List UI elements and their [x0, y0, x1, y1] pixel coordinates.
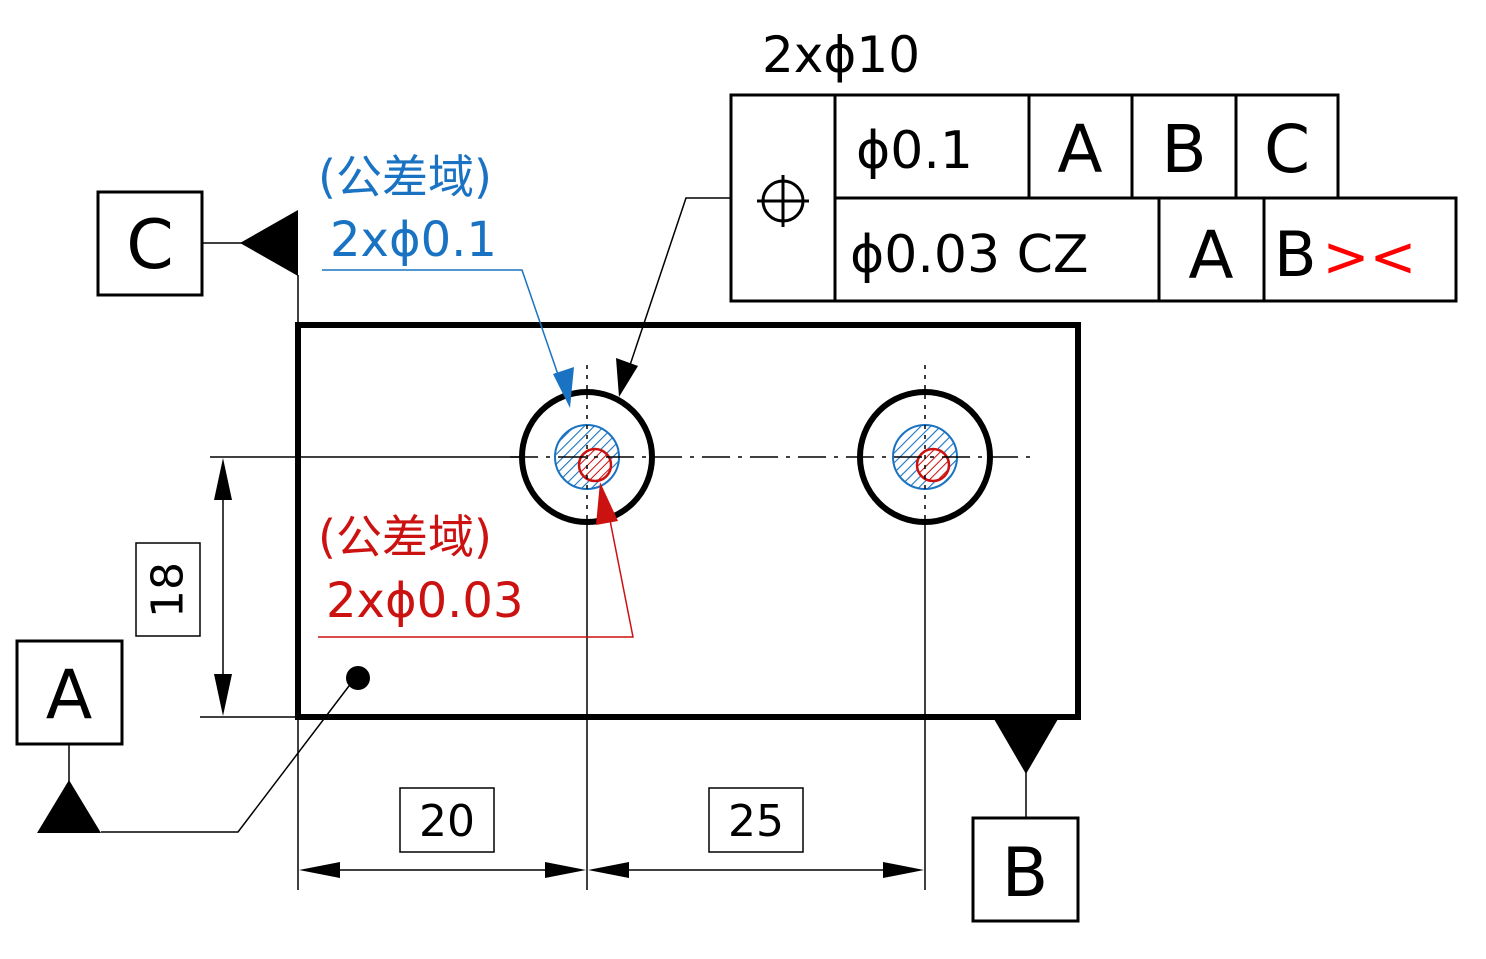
datum-c-label: C	[126, 206, 173, 285]
datum-a-triangle	[37, 780, 101, 833]
center-lines	[510, 365, 1030, 520]
fcf-row2-datum2-modifier: ><	[1323, 225, 1417, 290]
fcf-callout: 2xϕ10	[762, 26, 920, 84]
fcf-row1-tolerance: ϕ0.1	[856, 121, 973, 181]
fcf-row1-datum1: A	[1057, 111, 1102, 188]
datum-b-box	[971, 816, 1080, 923]
dimension-20: 20	[419, 796, 475, 847]
red-zone-annotation: (公差域) 2xϕ0.03	[318, 482, 634, 638]
dimension-arrowheads	[214, 458, 924, 878]
fcf-row1-datum3: C	[1264, 111, 1310, 188]
datum-b-triangle	[994, 719, 1058, 774]
dimension-18-box	[135, 542, 201, 637]
fcf-row1-datum2: B	[1161, 111, 1206, 188]
dimension-lines	[222, 470, 912, 871]
fcf-row2-datum2: B><	[1274, 218, 1416, 291]
datum-b-label: B	[1002, 834, 1049, 913]
red-leader-arrowhead	[596, 482, 618, 525]
fcf-row2-datum2-letter: B	[1274, 218, 1317, 291]
dimension-25: 25	[728, 796, 784, 847]
datum-a: A	[15, 639, 370, 833]
datum-c-box	[96, 190, 204, 297]
extension-lines	[200, 275, 926, 890]
fcf-row2-tolerance: ϕ0.03 CZ	[850, 225, 1089, 285]
datum-a-dot	[346, 666, 370, 690]
hole-2-tolerance-zone-red-hatch	[915, 447, 951, 483]
fcf-leader-arrowhead	[616, 358, 638, 397]
dimension-20-box	[399, 787, 495, 853]
feature-control-frame: 2xϕ10 ϕ0.1 A B C ϕ0.03 CZ A B><	[616, 26, 1458, 397]
datum-b: B	[971, 719, 1080, 923]
dimension-18: 18	[143, 562, 194, 618]
position-icon	[757, 175, 809, 227]
datum-a-box	[15, 639, 124, 746]
blue-zone-label: 2xϕ0.1	[330, 212, 497, 268]
hole-1-tolerance-zone-red-hatch	[577, 447, 613, 483]
datum-c: C	[96, 190, 298, 297]
red-zone-label: 2xϕ0.03	[326, 573, 523, 629]
red-zone-heading: (公差域)	[318, 510, 492, 564]
datum-c-triangle	[240, 210, 298, 276]
dimension-25-box	[708, 787, 804, 853]
blue-leader-arrowhead	[553, 367, 574, 408]
blue-zone-heading: (公差域)	[318, 150, 492, 204]
blue-zone-annotation: (公差域) 2xϕ0.1	[318, 150, 574, 408]
datum-a-label: A	[46, 656, 93, 735]
fcf-row2-datum1: A	[1188, 217, 1233, 294]
